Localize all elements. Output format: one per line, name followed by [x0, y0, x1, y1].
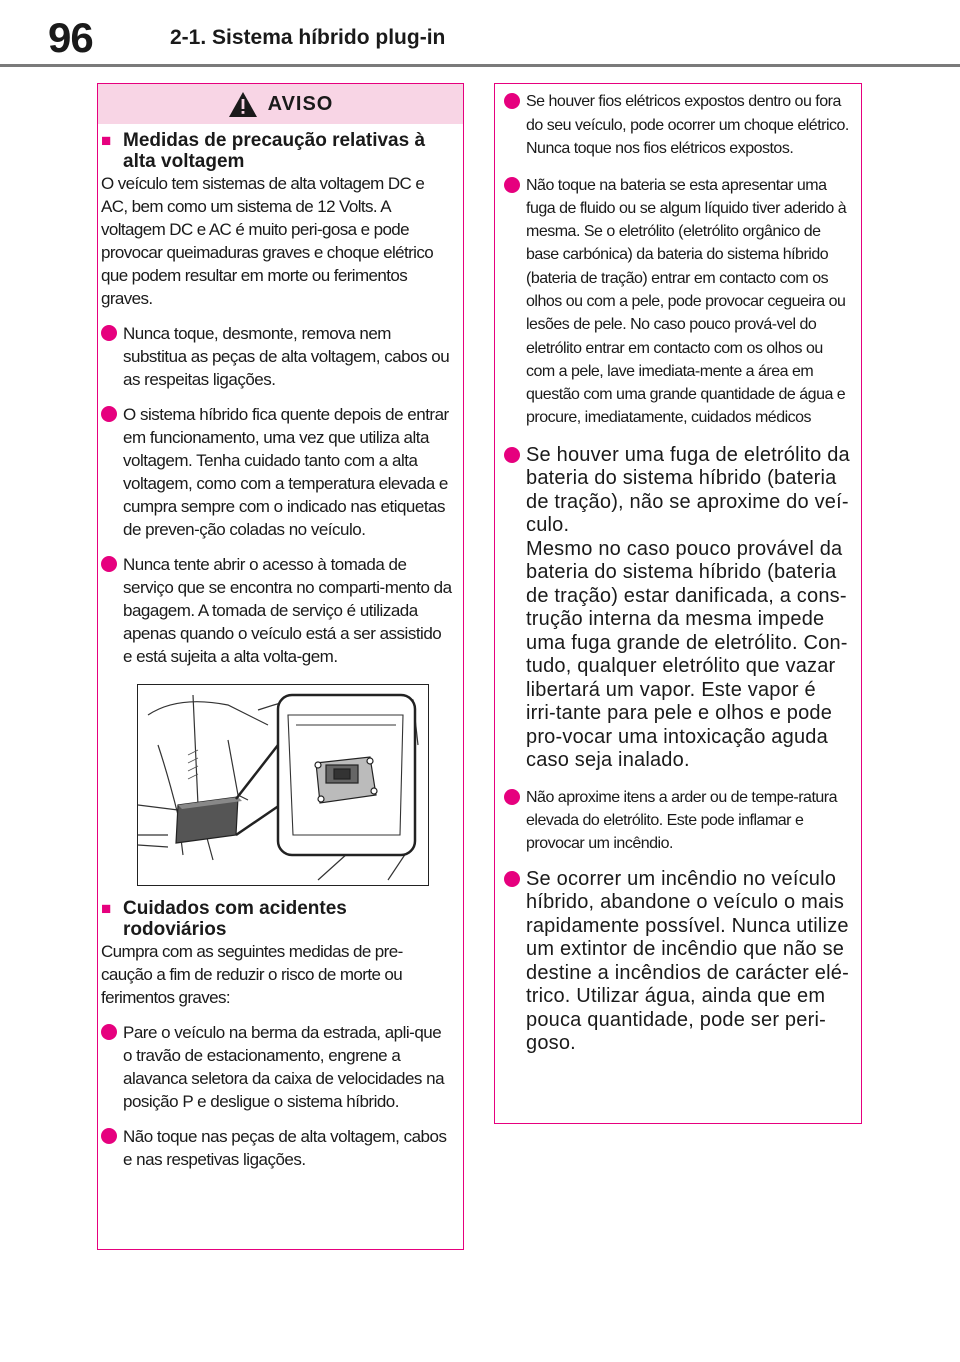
list-item-text-part: Mesmo no caso pouco provável da bateria …	[526, 537, 848, 772]
list-item: Se houver uma fuga de eletrólito da bate…	[504, 444, 851, 773]
warning-content-continued: Se houver fios elétricos expostos dentro…	[504, 90, 851, 1056]
square-bullet-icon: ■	[101, 899, 112, 918]
paragraph: O veículo tem sistemas de alta voltagem …	[101, 174, 434, 308]
round-bullet-icon	[504, 446, 520, 463]
list-item: Nunca toque, desmonte, remova nem substi…	[101, 322, 453, 391]
list-item-text: O sistema híbrido fica quente depois de …	[123, 405, 449, 539]
list-item-text: Se ocorrer um incêndio no veículo híbrid…	[526, 867, 849, 1055]
list-item-text: Não aproxime itens a arder ou de tempe-r…	[526, 788, 838, 852]
list-item: O sistema híbrido fica quente depois de …	[101, 403, 453, 541]
list-item: Se houver fios elétricos expostos dentro…	[504, 90, 851, 161]
list-item: Pare o veículo na berma da estrada, apli…	[101, 1021, 453, 1113]
subsection-heading-text: Cuidados com acidentes rodoviários	[123, 898, 347, 940]
list-item: Não aproxime itens a arder ou de tempe-r…	[504, 786, 851, 855]
round-bullet-icon	[504, 93, 520, 109]
round-bullet-icon	[101, 325, 117, 341]
subsection-heading-text: Medidas de precaução relativas à alta vo…	[123, 130, 426, 172]
section-title: 2-1. Sistema híbrido plug-in	[170, 26, 446, 49]
list-item: Nunca tente abrir o acesso à tomada de s…	[101, 553, 453, 668]
warning-header: AVISO	[98, 84, 463, 124]
round-bullet-icon	[504, 870, 520, 887]
list-item: Não toque nas peças de alta voltagem, ca…	[101, 1125, 453, 1171]
list-item-text: Se houver fios elétricos expostos dentro…	[526, 93, 849, 157]
list-item-text: Nunca tente abrir o acesso à tomada de s…	[123, 555, 452, 666]
warning-triangle-icon	[228, 91, 257, 117]
page-header: 96 2-1. Sistema híbrido plug-in	[0, 0, 960, 70]
warning-label: AVISO	[267, 92, 334, 115]
page-number: 96	[48, 14, 94, 61]
list-item-text: Pare o veículo na berma da estrada, apli…	[123, 1023, 445, 1111]
round-bullet-icon	[504, 788, 520, 805]
round-bullet-icon	[101, 406, 117, 422]
list-item-text: Não toque nas peças de alta voltagem, ca…	[123, 1127, 447, 1169]
warning-box-continued: Se houver fios elétricos expostos dentro…	[494, 83, 862, 1124]
round-bullet-icon	[101, 1128, 117, 1144]
warning-box: AVISO ■ Medidas de precaução relativas à…	[97, 83, 464, 1250]
square-bullet-icon: ■	[101, 131, 112, 150]
service-plug-illustration	[137, 684, 429, 886]
list-item-text-part: Se houver uma fuga de eletrólito da bate…	[526, 443, 850, 537]
list-item: Se ocorrer um incêndio no veículo híbrid…	[504, 868, 851, 1056]
list-item: Não toque na bateria se esta apresentar …	[504, 174, 851, 430]
luggage-compartment-drawing	[138, 693, 419, 881]
header-divider	[0, 64, 960, 67]
list-item-text: Nunca toque, desmonte, remova nem substi…	[123, 324, 450, 389]
subsection-heading-high-voltage: ■ Medidas de precaução relativas à alta …	[101, 130, 453, 172]
paragraph: Cumpra com as seguintes medidas de pre-c…	[101, 942, 403, 1007]
round-bullet-icon	[504, 176, 520, 193]
round-bullet-icon	[101, 556, 117, 572]
warning-content: ■ Medidas de precaução relativas à alta …	[98, 124, 463, 1171]
list-item-text: Não toque na bateria se esta apresentar …	[526, 176, 847, 427]
round-bullet-icon	[101, 1024, 117, 1040]
subsection-heading-road-accidents: ■ Cuidados com acidentes rodoviários	[101, 898, 453, 940]
list-item-text: Se houver uma fuga de eletrólito da bate…	[526, 444, 851, 773]
